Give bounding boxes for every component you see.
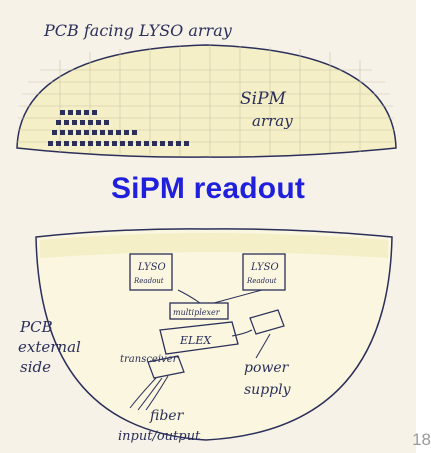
multiplexer-label: multiplexer — [173, 308, 221, 317]
upper-half-disc — [16, 44, 397, 158]
fiber-label-line2: input/output — [118, 429, 201, 444]
sipm-array-label-line2: array — [252, 112, 293, 130]
fiber-label-line1: fiber — [149, 408, 185, 424]
slide-heading: SiPM readout — [110, 172, 306, 205]
power-supply-label-line1: power — [244, 360, 290, 376]
block-right-line2: Readout — [246, 277, 277, 285]
lower-half-disc — [35, 228, 393, 441]
pointer-lines — [177, 289, 271, 359]
pcb-side-label-line3: side — [20, 358, 51, 376]
sipm-array-label-line1: SiPM — [240, 89, 287, 109]
lower-disc-wash — [40, 233, 388, 258]
pcb-side-label-line1: PCB — [19, 318, 53, 336]
block-left-line1: LYSO — [137, 262, 166, 273]
fiber-lines — [129, 375, 169, 411]
page-number: 18 — [412, 430, 431, 449]
multiplexer-block — [169, 302, 229, 320]
transceiver-block — [147, 355, 185, 379]
grid-lines — [17, 45, 395, 157]
top-note: PCB facing LYSO array — [43, 21, 233, 40]
lyso-readout-block-right — [242, 253, 286, 291]
pcb-side-label-line2: external — [18, 338, 81, 356]
power-supply-block — [249, 309, 285, 335]
sipm-pixel-array — [48, 110, 189, 146]
power-supply-label-line2: supply — [244, 382, 292, 398]
elex-label: ELEX — [179, 334, 212, 347]
elex-board — [159, 321, 239, 355]
transceiver-label: transceiver — [120, 354, 179, 365]
block-left-line2: Readout — [133, 277, 164, 285]
block-right-line1: LYSO — [250, 262, 279, 273]
lyso-readout-block-left — [129, 253, 173, 291]
